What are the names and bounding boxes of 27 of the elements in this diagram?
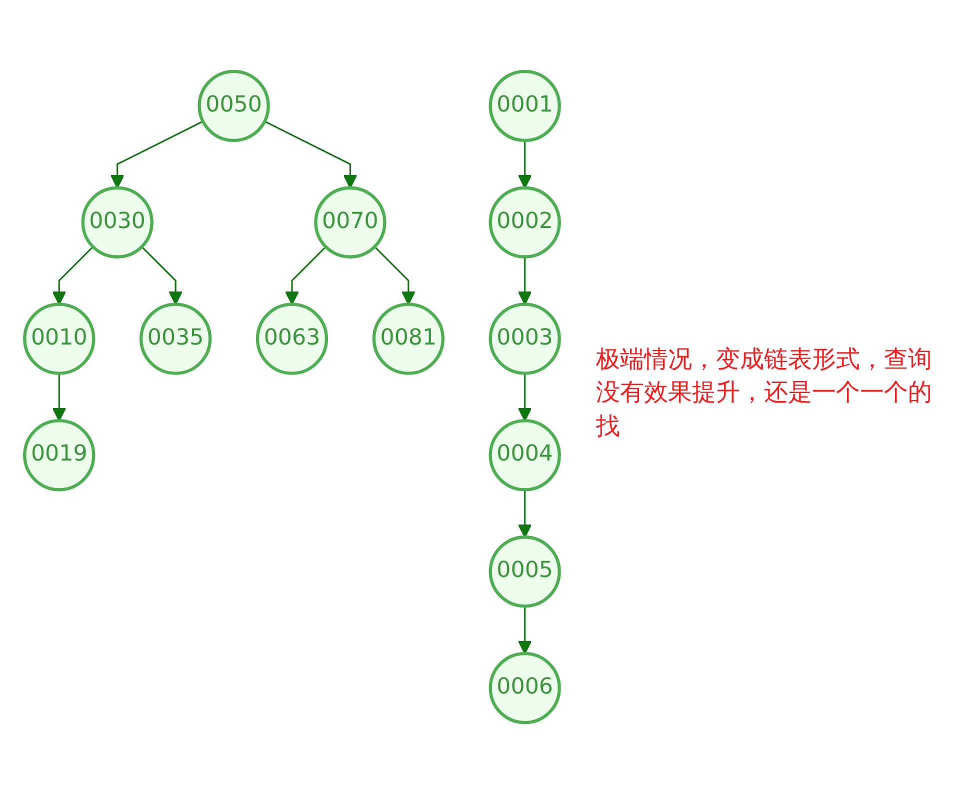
node-circle: 0063 <box>256 302 328 375</box>
annotation-note: 极端情况，变成链表形式，查询没有效果提升，还是一个一个的找 <box>596 344 933 442</box>
arrow <box>374 246 416 305</box>
node-circle: 0002 <box>488 186 561 258</box>
arrow <box>52 373 66 422</box>
node-circle: 0019 <box>23 419 96 492</box>
node-circle: 0003 <box>488 302 561 375</box>
node-circle: 0050 <box>198 70 270 142</box>
arrow <box>141 246 183 305</box>
arrow <box>518 140 532 188</box>
node-circle: 0001 <box>488 70 561 142</box>
arrow <box>518 606 532 654</box>
node-circle: 0070 <box>314 186 386 258</box>
arrow <box>110 120 204 188</box>
node-circle: 0081 <box>372 302 444 375</box>
node-circle: 0010 <box>23 302 96 375</box>
arrow <box>518 373 532 422</box>
arrow <box>285 246 326 305</box>
node-circle: 0005 <box>488 536 561 608</box>
node-circle: 0030 <box>81 186 154 258</box>
arrow <box>518 490 532 538</box>
arrow <box>52 246 94 305</box>
node-circle: 0035 <box>140 302 212 375</box>
arrow <box>264 120 358 188</box>
node-circle: 0004 <box>488 419 561 492</box>
arrow <box>518 256 532 305</box>
node-circle: 0006 <box>488 652 561 724</box>
